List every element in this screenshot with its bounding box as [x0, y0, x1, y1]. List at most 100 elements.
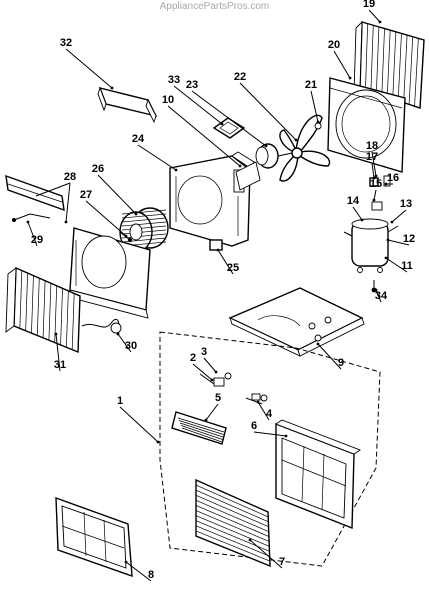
leader-line-11 — [385, 257, 408, 273]
leader-dot-15 — [372, 198, 376, 202]
callout-4: 4 — [266, 408, 273, 420]
callout-9: 9 — [338, 357, 344, 369]
part-blower-wheel — [119, 207, 169, 253]
part-fan-nut — [314, 122, 322, 130]
callout-34: 34 — [375, 290, 388, 302]
callout-23: 23 — [186, 79, 198, 91]
leader-dot-21 — [316, 120, 320, 124]
leader-dot-7 — [248, 538, 252, 542]
leader-line-9 — [317, 343, 342, 370]
leader-dot-19 — [378, 20, 382, 24]
leader-line-19 — [368, 9, 381, 23]
leader-dot-33 — [220, 122, 224, 126]
leader-dot-27 — [124, 234, 128, 238]
callout-26: 26 — [92, 163, 104, 175]
callout-33: 33 — [168, 74, 180, 86]
leader-line-1 — [119, 406, 159, 443]
part-top-bracket — [97, 86, 158, 124]
leader-line-15 — [373, 189, 377, 201]
callout-28: 28 — [64, 171, 76, 183]
callout-22: 22 — [234, 71, 246, 83]
leader-line-31 — [55, 333, 61, 372]
leader-dot-26 — [134, 212, 138, 216]
callout-1: 1 — [117, 395, 123, 407]
leader-line-33 — [173, 85, 223, 125]
part-front-panel — [275, 419, 361, 530]
callout-15: 15 — [370, 178, 382, 190]
part-mount-bolts — [371, 280, 377, 293]
leader-dot-24 — [174, 168, 178, 172]
leader-dot-12 — [386, 238, 390, 242]
leader-line-6 — [253, 431, 287, 437]
callout-7: 7 — [279, 556, 285, 568]
leader-line-4 — [257, 401, 270, 421]
callout-14: 14 — [347, 195, 360, 207]
leader-line-22 — [239, 82, 297, 141]
leader-line-34 — [375, 289, 382, 303]
leader-dot-32 — [110, 86, 114, 90]
leader-line-21 — [310, 90, 319, 123]
leader-dot-9 — [316, 342, 320, 346]
leader-dot-4 — [256, 400, 260, 404]
leader-dot-25 — [216, 248, 220, 252]
callout-25: 25 — [227, 262, 239, 274]
leader-dot-18 — [374, 174, 378, 178]
part-louver — [171, 411, 227, 445]
callout-21: 21 — [305, 79, 317, 91]
leader-line-28-b — [35, 182, 71, 197]
leader-dot-1 — [156, 440, 160, 444]
leader-dot-2 — [210, 378, 214, 382]
leader-line-25 — [217, 249, 234, 275]
leader-line-12 — [387, 239, 410, 246]
leader-line-24 — [137, 144, 177, 171]
leader-line-2 — [192, 363, 213, 381]
leader-lines — [26, 9, 410, 582]
leader-line-30 — [117, 333, 132, 353]
callout-17: 17 — [366, 151, 378, 163]
leader-line-17 — [371, 162, 375, 179]
callout-31: 31 — [54, 359, 66, 371]
leader-line-14 — [352, 206, 363, 221]
part-evaporator-coil — [5, 266, 81, 354]
leader-line-32 — [65, 48, 113, 89]
leader-dot-8 — [124, 560, 128, 564]
leader-dot-11 — [384, 256, 388, 260]
part-air-filter — [55, 496, 133, 578]
part-fan-motor — [255, 143, 293, 169]
leader-dot-6 — [284, 434, 288, 438]
callout-12: 12 — [403, 233, 415, 245]
callout-11: 11 — [401, 260, 413, 272]
leader-dot-29 — [26, 220, 30, 224]
leader-line-13 — [391, 209, 407, 223]
callout-5: 5 — [215, 392, 221, 404]
leader-line-28 — [65, 182, 71, 223]
leader-dot-3 — [214, 370, 218, 374]
part-overload-protector — [369, 175, 391, 211]
callout-29: 29 — [31, 234, 43, 246]
part-capillary-tube — [81, 318, 122, 334]
callout-24: 24 — [132, 133, 145, 145]
leader-dot-34 — [374, 288, 378, 292]
part-front-grille — [195, 478, 271, 568]
leader-line-26 — [97, 174, 137, 215]
leader-dot-30 — [116, 332, 120, 336]
leader-dot-22 — [294, 138, 298, 142]
callout-16: 16 — [387, 172, 399, 184]
leader-line-29 — [27, 221, 38, 247]
leader-dot-17 — [372, 176, 376, 180]
leader-line-8 — [125, 561, 152, 582]
part-thermistor — [12, 213, 51, 222]
callout-27: 27 — [80, 189, 92, 201]
part-evaporator-frame — [5, 174, 151, 319]
part-clip — [209, 239, 223, 251]
leader-line-7 — [249, 539, 283, 569]
callout-30: 30 — [125, 340, 137, 352]
part-motor-bracket — [235, 161, 261, 191]
leader-line-23 — [191, 90, 267, 147]
callout-3: 3 — [201, 346, 207, 358]
leader-line-27 — [85, 200, 127, 237]
leader-dot-31 — [54, 332, 58, 336]
